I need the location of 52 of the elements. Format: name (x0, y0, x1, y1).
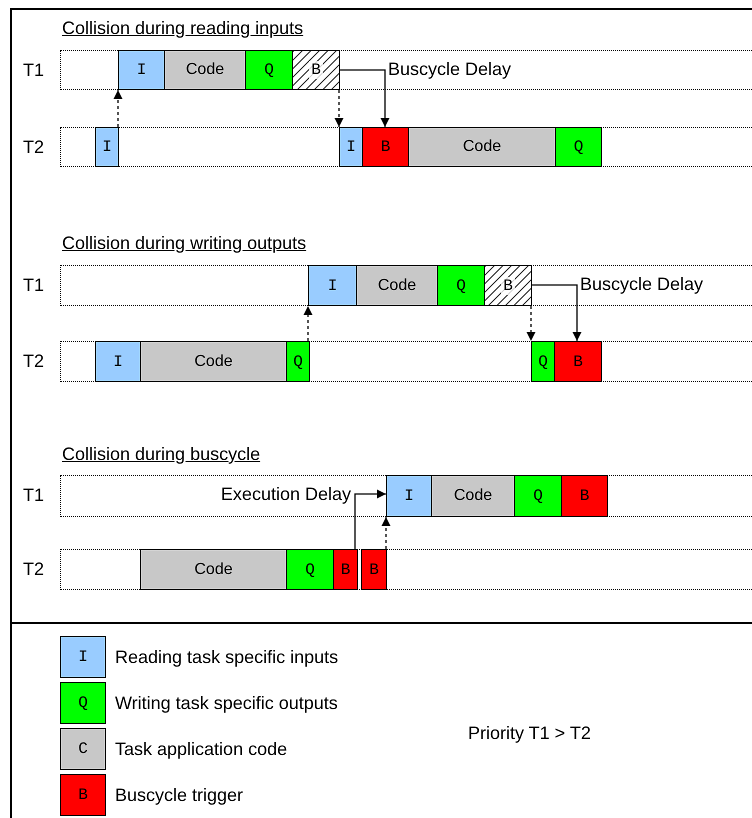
output-block: Q (286, 341, 310, 382)
input-block: I (339, 127, 363, 167)
legend-text: Reading task specific inputs (115, 646, 338, 668)
swatch-letter: B (78, 785, 88, 806)
output-block: Q (555, 127, 602, 167)
dotted-arrow (334, 90, 344, 127)
code-block: Code (431, 475, 515, 517)
swatch-letter: Q (78, 693, 88, 714)
legend-text: Buscycle trigger (115, 784, 244, 806)
output-block: Q (437, 265, 485, 306)
code-block: Code (140, 341, 287, 382)
trigger-block: B (361, 549, 387, 590)
swatch-letter: C (78, 739, 88, 760)
code-block: Code (140, 549, 287, 590)
arrow (531, 284, 582, 341)
trigger-block: B (362, 127, 409, 167)
task-label: T1 (23, 274, 44, 296)
input-block: I (308, 265, 357, 306)
arrow (354, 489, 386, 549)
task-label: T2 (23, 558, 44, 580)
code-block: Code (408, 127, 556, 167)
output-block: Q (245, 50, 293, 90)
delayed-trigger-block: B (484, 265, 532, 306)
priority-note: Priority T1 > T2 (468, 722, 591, 744)
legend-text: Task application code (115, 738, 288, 760)
trigger-block: B (333, 549, 358, 590)
task-label: T1 (23, 59, 44, 81)
delayed-trigger-block: B (292, 50, 340, 90)
output-block: Q (286, 549, 334, 590)
code-block: Code (164, 50, 246, 90)
section-title: Collision during writing outputs (62, 232, 306, 254)
trigger-block: B (554, 341, 602, 382)
task-label: T2 (23, 136, 44, 158)
dotted-arrow (303, 306, 313, 341)
section-title: Collision during buscycle (62, 443, 260, 465)
input-block: I (386, 475, 432, 517)
dotted-arrow (113, 90, 123, 127)
dotted-arrow (381, 517, 391, 549)
output-block: Q (514, 475, 562, 517)
output-block: Q (531, 341, 555, 382)
dotted-arrow (526, 306, 536, 341)
code-block: Code (356, 265, 438, 306)
section-title: Collision during reading inputs (62, 17, 304, 39)
trigger-block: B (561, 475, 608, 517)
input-block: I (95, 341, 141, 382)
input-block: I (95, 127, 119, 167)
task-label: T2 (23, 350, 44, 372)
legend-text: Writing task specific outputs (115, 692, 338, 714)
input-block: I (118, 50, 165, 90)
swatch-letter: I (78, 647, 88, 668)
task-label: T1 (23, 484, 44, 506)
arrow (339, 69, 390, 127)
